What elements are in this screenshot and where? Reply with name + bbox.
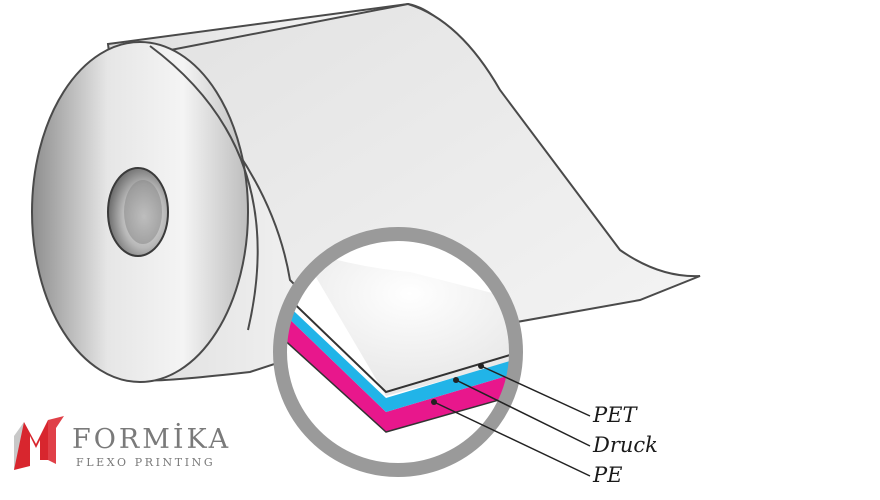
layer-pet (282, 298, 386, 412)
formika-m-logo-icon (14, 416, 64, 470)
label-pet: PET (593, 403, 637, 427)
label-druck: Druck (593, 433, 658, 457)
magnifier-ring (273, 227, 523, 477)
layer-pet-right (386, 358, 514, 412)
leader-line-druck (455, 379, 591, 447)
leader-line-pe (433, 401, 591, 477)
leader-line-pet (480, 365, 591, 417)
roll-rim (149, 45, 259, 331)
leader-dot-pet (478, 363, 484, 369)
company-logo: FORMİKA FLEXO PRINTING (12, 410, 252, 480)
logo-tagline: FLEXO PRINTING (76, 456, 216, 469)
roll-core-hole (107, 167, 169, 257)
logo-name: FORMİKA (72, 424, 232, 455)
layer-pe-right (386, 372, 514, 432)
roll-core-inner (124, 180, 162, 244)
magnified-cross-section (282, 236, 514, 468)
leader-dot-pe (431, 399, 437, 405)
leader-dot-druck (453, 377, 459, 383)
film-sheet (147, 2, 701, 352)
label-pe: PE (593, 463, 623, 487)
layer-pe (282, 310, 386, 432)
